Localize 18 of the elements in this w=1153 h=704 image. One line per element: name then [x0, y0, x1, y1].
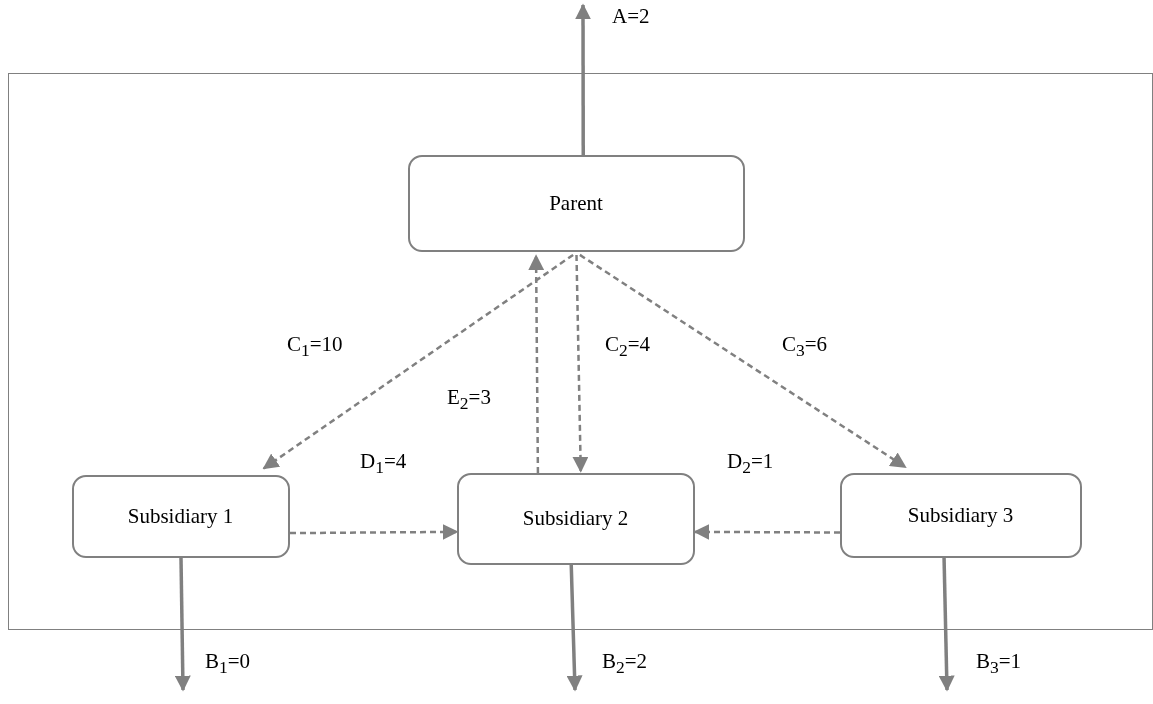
entity-box	[71, 474, 290, 558]
arrow	[566, 564, 583, 692]
entity-box	[456, 472, 695, 565]
arrow	[938, 557, 955, 692]
arrow	[262, 253, 574, 470]
group-boundary	[8, 73, 1153, 630]
arrow	[174, 557, 191, 692]
entity-box	[407, 154, 745, 252]
node-label: Subsidiary 2	[522, 506, 629, 531]
arrow	[528, 254, 545, 473]
arrow	[572, 254, 589, 473]
arrow	[693, 523, 840, 540]
arrow	[579, 253, 907, 469]
node-label: Subsidiary 3	[907, 502, 1014, 528]
arrow	[575, 3, 591, 155]
entity-box	[839, 472, 1082, 558]
node-label: Parent	[549, 190, 603, 216]
node-label: Subsidiary 1	[127, 503, 234, 529]
